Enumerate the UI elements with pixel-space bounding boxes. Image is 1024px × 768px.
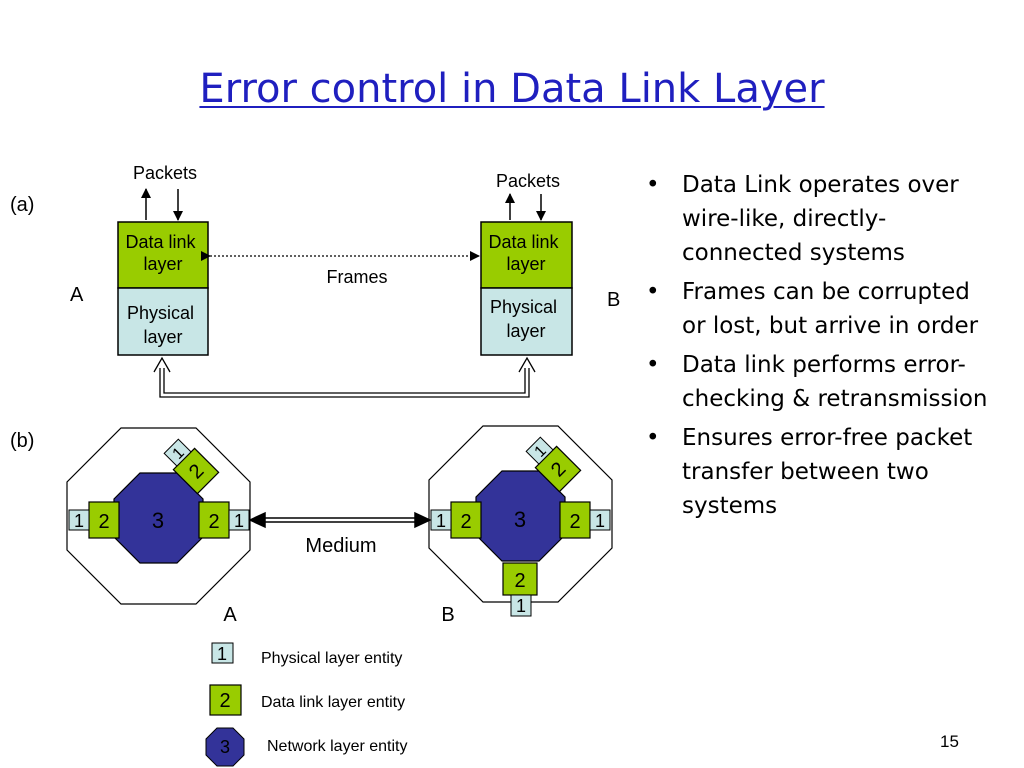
bullet-item: Data link performs error-checking & retr…: [643, 348, 988, 416]
packets-label-b: Packets: [496, 171, 560, 191]
phys-entity-b-bottom: [510, 594, 532, 617]
phys-entity-a-left: [68, 509, 90, 531]
phys-entity-b-left-label: 1: [436, 511, 446, 531]
phys-entity-b-right-label: 1: [595, 511, 605, 531]
dl-entity-a-right-label: 2: [208, 511, 219, 533]
diag-entity-a: 2 1: [163, 438, 220, 495]
phys-entity-a-right-label: 1: [234, 511, 244, 531]
legend-network-num: 3: [220, 737, 230, 757]
packets-label-a: Packets: [133, 163, 197, 183]
phys-entity-b-bottom-label: 1: [516, 596, 526, 616]
network-entity-a-label: 3: [152, 508, 164, 533]
frames-label: Frames: [326, 267, 387, 287]
medium-link: [248, 511, 432, 529]
data-link-layer-label-b: Data link layer: [488, 232, 563, 274]
phys-entity-b-right: [589, 509, 611, 531]
legend-data-link-swatch: [209, 684, 242, 716]
dl-entity-b-left-label: 2: [460, 511, 471, 533]
dl-entity-b-bottom-label: 2: [514, 570, 525, 592]
physical-layer-label-b: Physical layer: [490, 297, 562, 341]
legend-physical-label: Physical layer entity: [261, 650, 402, 667]
legend-physical-num: 1: [217, 644, 227, 664]
panel-a-label: (a): [10, 194, 34, 216]
panel-b-label: (b): [10, 430, 34, 452]
medium-label: Medium: [305, 535, 376, 557]
node-b-label-bottom: B: [441, 604, 454, 626]
physical-layer-box-a: [117, 287, 209, 356]
physical-link: [153, 356, 536, 398]
node-a-label-top: A: [70, 284, 84, 306]
bullet-list: Data Link operates over wire-like, direc…: [643, 168, 988, 528]
dl-entity-b-left: [450, 501, 482, 539]
legend-network-label: Network layer entity: [267, 738, 408, 755]
page-number: 15: [940, 732, 959, 751]
legend-physical-swatch: [211, 642, 234, 664]
legend-data-link-num: 2: [219, 690, 230, 712]
node-b-label-top: B: [607, 289, 620, 311]
bullet-item: Frames can be corrupted or lost, but arr…: [643, 275, 988, 343]
data-link-layer-box-a: [117, 221, 209, 289]
legend-network-swatch: [205, 727, 245, 767]
network-entity-b-label: 3: [514, 507, 526, 532]
node-a-label-bottom: A: [223, 604, 237, 626]
legend: 1 Physical layer entity 2 Data link laye…: [205, 642, 408, 767]
bullet-item: Ensures error-free packet transfer betwe…: [643, 421, 988, 523]
slide-title: Error control in Data Link Layer: [199, 66, 825, 112]
dl-entity-a-left-label: 2: [98, 511, 109, 533]
phys-entity-a-diag: [163, 438, 192, 467]
dl-entity-b-right-label: 2: [569, 511, 580, 533]
dl-entity-b-right: [559, 501, 591, 539]
diag-entity-b: 2 1: [525, 436, 582, 493]
phys-entity-a-left-label: 1: [74, 511, 84, 531]
legend-data-link-label: Data link layer entity: [261, 694, 405, 711]
dl-entity-b-bottom: [502, 562, 538, 596]
bullet-item: Data Link operates over wire-like, direc…: [643, 168, 988, 270]
physical-layer-box-b: [480, 287, 573, 356]
phys-entity-b-diag: [525, 436, 554, 465]
physical-layer-label-a: Physical layer: [127, 303, 199, 347]
data-link-layer-label-a: Data link layer: [125, 232, 200, 274]
data-link-layer-box-b: [480, 221, 573, 289]
